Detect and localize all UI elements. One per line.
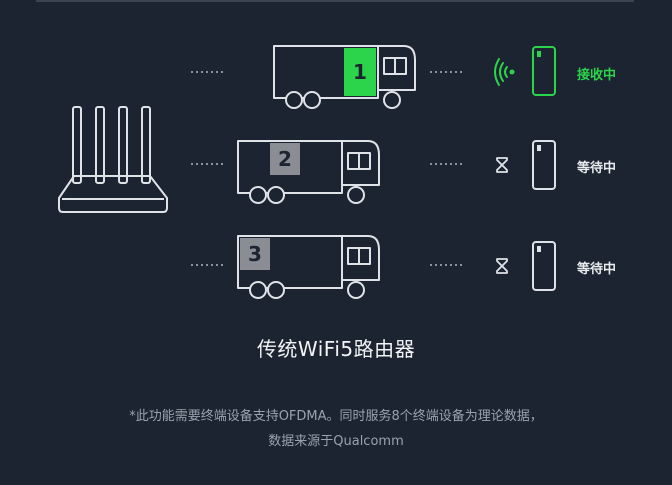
diagram-title: 传统WiFi5路由器 — [256, 337, 416, 361]
status-label-1: 接收中 — [577, 68, 617, 83]
cargo-number-3: 3 — [248, 242, 262, 266]
truck-2 — [237, 140, 380, 204]
hourglass-icon — [496, 258, 508, 274]
top-divider — [36, 0, 634, 2]
cargo-number-1: 1 — [353, 60, 367, 84]
cargo-box-2 — [270, 143, 300, 175]
cargo-box-1 — [344, 48, 376, 96]
phone-icon — [532, 46, 556, 96]
router-icon — [58, 106, 168, 213]
cargo-number-2: 2 — [278, 147, 292, 171]
phone-icon — [532, 241, 556, 291]
device-connectors — [430, 71, 462, 266]
truck-3 — [237, 235, 380, 299]
truck-1 — [273, 45, 416, 109]
router-connectors — [191, 71, 224, 266]
hourglass-icon — [496, 157, 508, 173]
footnote-line-2: 数据来源于Qualcomm — [268, 434, 404, 449]
status-label-3: 等待中 — [577, 262, 617, 277]
phone-icon — [532, 140, 556, 190]
wifi-signal-icon — [494, 58, 515, 86]
cargo-box-3 — [240, 238, 270, 270]
footnote-line-1: *此功能需要终端设备支持OFDMA。同时服务8个终端设备为理论数据， — [129, 409, 543, 424]
status-label-2: 等待中 — [577, 161, 617, 176]
